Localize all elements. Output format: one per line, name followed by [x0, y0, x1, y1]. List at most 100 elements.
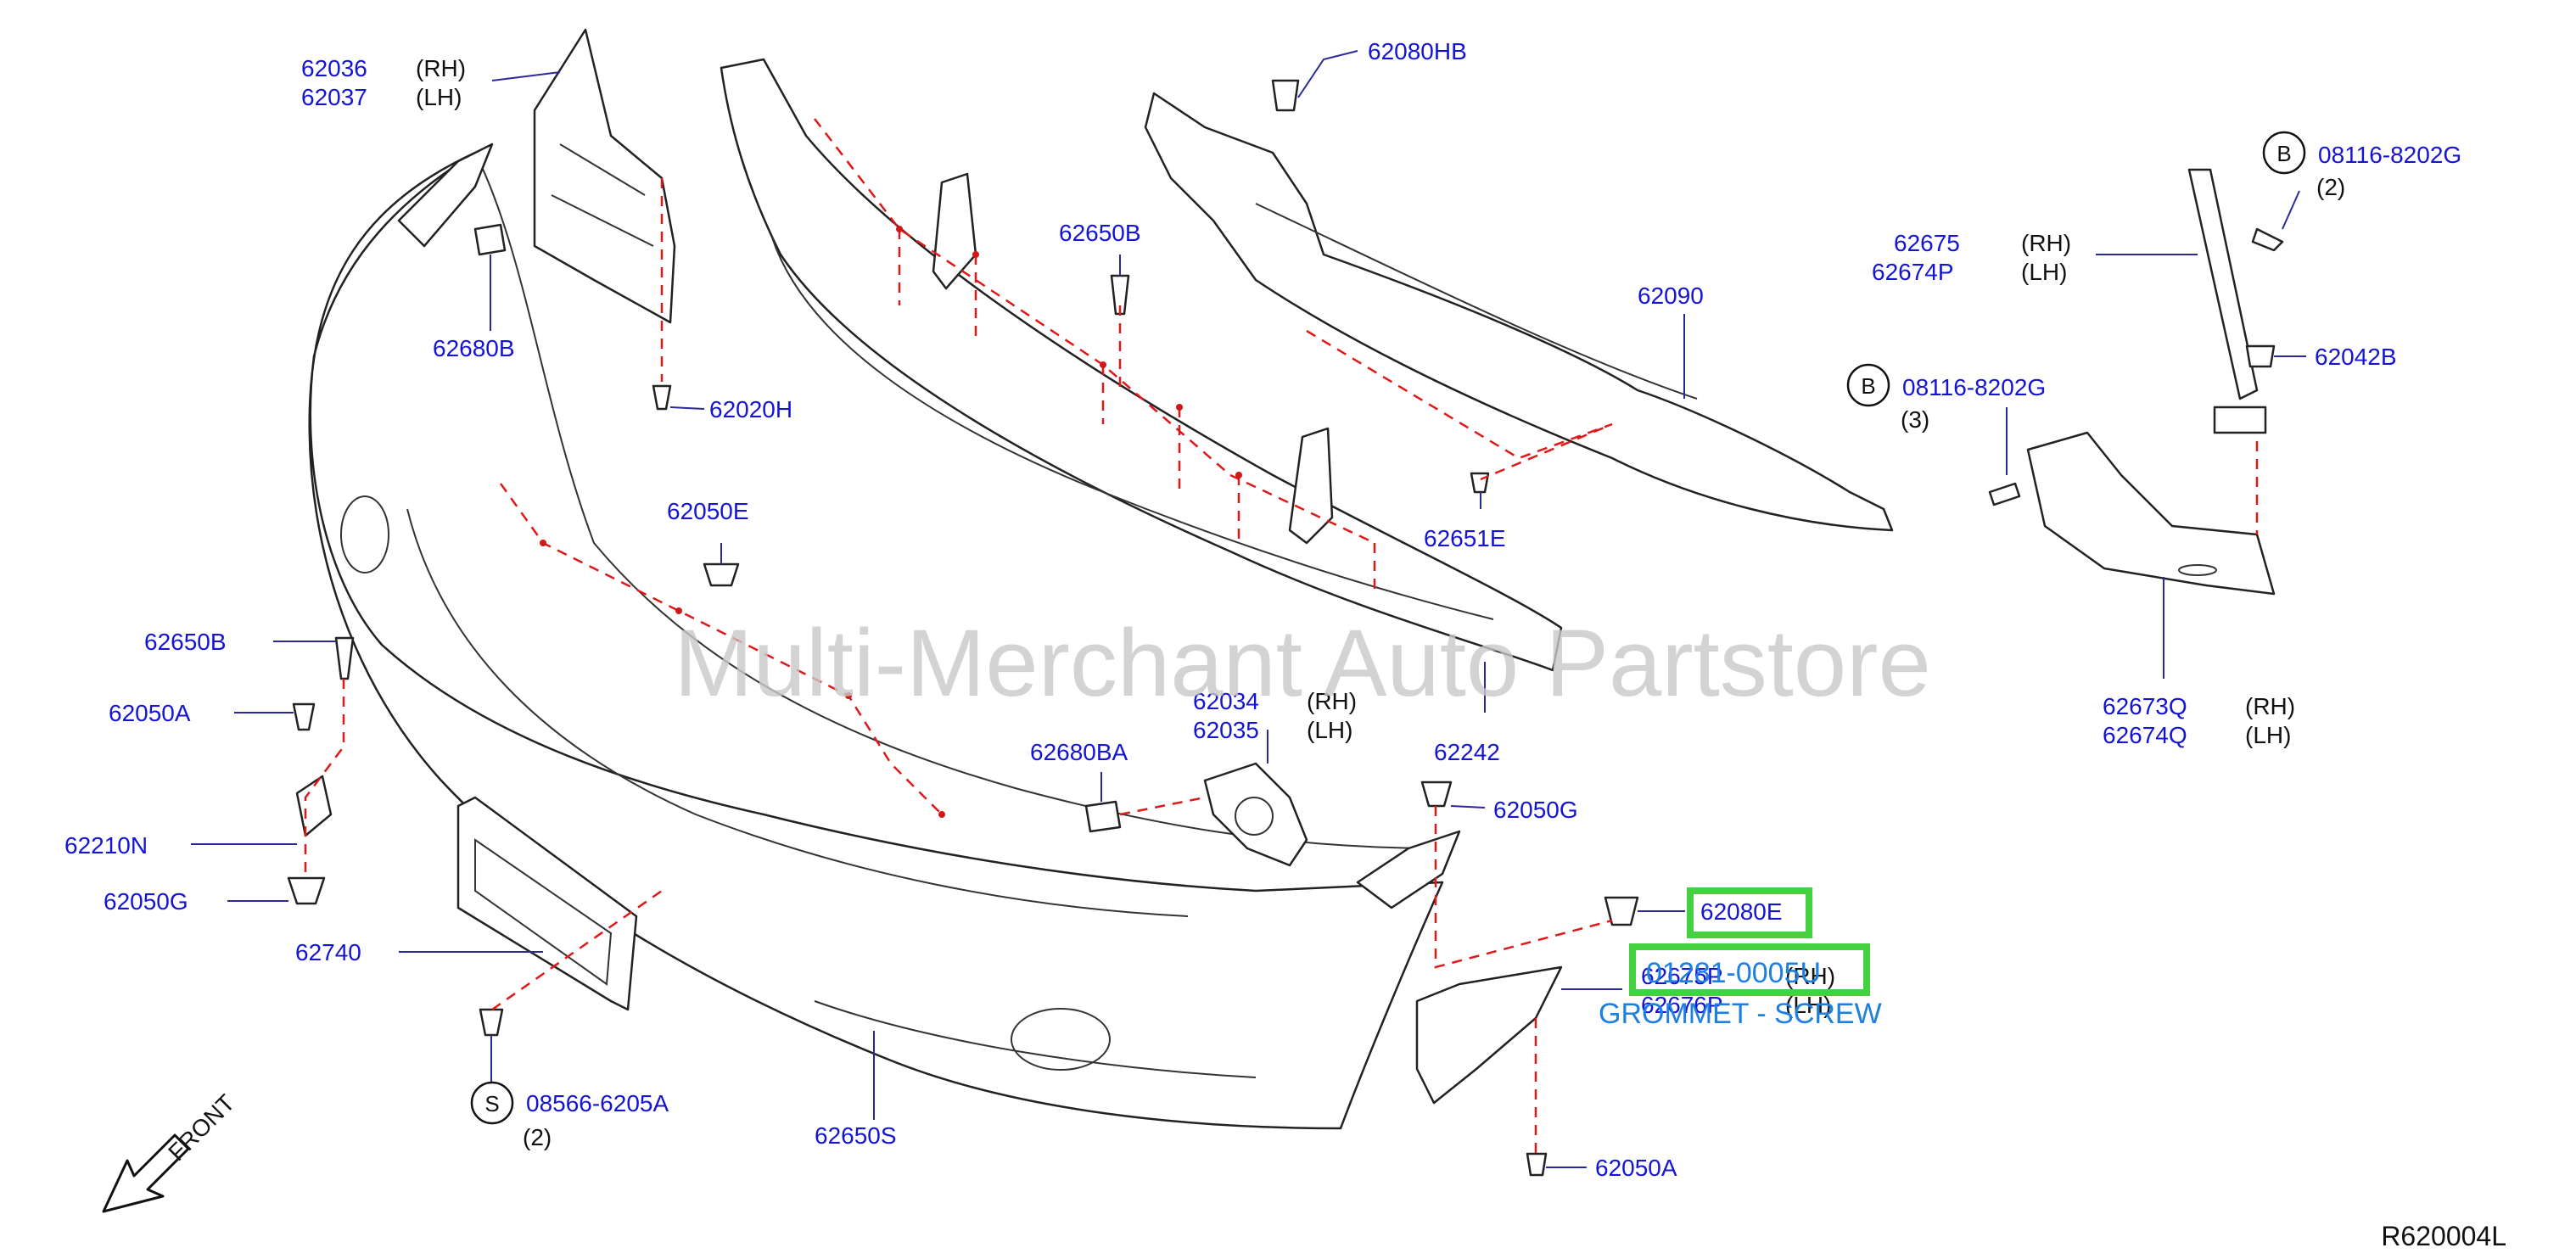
upper-mount-tab-right	[1356, 830, 1461, 909]
part-label[interactable]: 62090	[1638, 283, 1704, 309]
bumper-crease	[406, 508, 1189, 917]
selected-part-highlight: 01281-0005U GROMMET - SCREW	[1599, 887, 1882, 1030]
grommet-62042b	[2245, 344, 2276, 368]
part-label[interactable]: 62050E	[667, 498, 749, 524]
leader-lines	[191, 50, 2306, 1168]
part-label[interactable]: 62740	[295, 939, 361, 965]
part-label[interactable]: 62036	[301, 55, 367, 81]
clip-62050a-left	[292, 702, 316, 731]
reinforcement-bracket-left	[932, 172, 977, 290]
part-label[interactable]: 62676P	[1641, 992, 1723, 1018]
part-side-label: (LH)	[1307, 717, 1352, 743]
part-side-label: (LH)	[1785, 992, 1831, 1018]
part-side-label: (RH)	[1785, 963, 1835, 989]
splash-shield-ribs	[551, 143, 654, 247]
energy-absorber	[1144, 92, 1894, 532]
part-side-label: (LH)	[416, 84, 462, 110]
part-label[interactable]: 62242	[1434, 739, 1500, 765]
grommet-62050g-left	[287, 876, 326, 905]
part-label[interactable]: 62020H	[709, 396, 792, 422]
energy-absorber-ridge	[1255, 203, 1698, 400]
part-label[interactable]: 62651E	[1424, 525, 1506, 551]
license-plate-bracket	[456, 796, 638, 1011]
screw-62650b-lower	[334, 636, 355, 680]
part-label[interactable]: 08566-6205A	[526, 1090, 669, 1116]
part-label[interactable]: 62035	[1193, 717, 1259, 743]
clip-62080hb	[1271, 79, 1300, 112]
part-label[interactable]: 62050G	[104, 888, 188, 915]
part-side-label: (RH)	[416, 55, 466, 81]
grommet-62050e	[703, 562, 740, 587]
license-bracket-inner	[474, 838, 613, 986]
bracket-62210n	[295, 775, 333, 837]
bolt-08116-8202g-upper	[2251, 227, 2284, 252]
part-label[interactable]: 62042B	[2315, 344, 2397, 370]
part-label[interactable]: 62674P	[1872, 259, 1954, 285]
part-label[interactable]: 62673Q	[2103, 693, 2187, 719]
part-label[interactable]: 62210N	[64, 832, 148, 859]
diagram-reference-code: R620004L	[2381, 1221, 2506, 1251]
part-label[interactable]: 62650S	[815, 1122, 897, 1149]
fog-lamp-opening-right	[1011, 1008, 1111, 1071]
part-label[interactable]: 62650B	[1059, 220, 1141, 246]
side-bracket-right	[2026, 431, 2276, 596]
part-label[interactable]: 62650B	[144, 629, 227, 655]
part-drawings	[287, 28, 2284, 1177]
part-label[interactable]: 62080E	[1700, 898, 1783, 925]
part-qty-label: (2)	[2316, 174, 2345, 200]
clip-62680ba	[1084, 800, 1122, 833]
part-label[interactable]: 62080HB	[1368, 38, 1467, 64]
part-side-label: (RH)	[2021, 230, 2071, 256]
part-side-label: (LH)	[2245, 722, 2291, 748]
highlight-box-catalog-number[interactable]	[1629, 943, 1870, 996]
clip-62050a-right	[1526, 1152, 1548, 1177]
bolt-08116-8202g-lower	[1988, 482, 2021, 506]
bumper-lower-lip	[814, 1000, 1257, 1078]
part-label[interactable]: 62050A	[1595, 1155, 1677, 1181]
part-label[interactable]: 08116-8202G	[2318, 142, 2461, 168]
front-label: FRONT	[163, 1089, 239, 1166]
badge-letter: B	[2276, 141, 2291, 166]
upper-mount-tab-left	[397, 143, 494, 248]
side-bracket-slot	[2178, 564, 2217, 576]
part-label[interactable]: 62675P	[1641, 963, 1723, 989]
part-qty-label: (3)	[1901, 406, 1929, 433]
fog-lamp-bracket	[1203, 762, 1308, 867]
part-label[interactable]: 08116-8202G	[1902, 374, 2046, 400]
part-label[interactable]: 62034	[1193, 688, 1259, 714]
reinforcement-bracket-right	[1288, 427, 1334, 545]
fog-lamp-opening-left	[340, 495, 389, 574]
bumper-stay-base	[2213, 406, 2267, 434]
grommet-62080e	[1604, 896, 1639, 926]
front-arrow-icon	[102, 1133, 190, 1213]
side-retainer	[1415, 965, 1563, 1105]
badge-letter: S	[484, 1091, 499, 1116]
fog-lamp-bracket-hub	[1235, 797, 1274, 836]
screw-62650b-upper	[1110, 274, 1130, 316]
highlighted-part-description: GROMMET - SCREW	[1599, 998, 1882, 1030]
part-label[interactable]: 62680B	[433, 335, 515, 361]
part-label[interactable]: 62037	[301, 84, 367, 110]
grommet-62050g-right	[1420, 781, 1453, 808]
bolt-08566-6205a	[479, 1008, 504, 1037]
watermark: Multi-Merchant Auto Partstore	[674, 610, 1930, 716]
bumper-stay-upper	[2187, 168, 2259, 400]
part-qty-label: (2)	[523, 1124, 552, 1150]
clip-62680b	[473, 223, 507, 256]
assembly-lines	[304, 118, 2259, 1154]
reinforcement-lower-flange	[771, 237, 1494, 620]
standard-part-badge	[470, 1081, 514, 1125]
part-label[interactable]: 62675	[1894, 230, 1960, 256]
highlight-box-part-number[interactable]	[1687, 887, 1812, 938]
bumper-reinforcement	[720, 58, 1563, 672]
highlighted-catalog-number: 01281-0005U	[1646, 957, 1821, 989]
part-label[interactable]: 62050G	[1493, 797, 1578, 823]
part-side-label: (RH)	[1307, 688, 1357, 714]
part-label[interactable]: 62050A	[109, 700, 191, 726]
standard-part-badge	[2262, 131, 2306, 175]
badge-letter: B	[1861, 373, 1875, 399]
part-label[interactable]: 62674Q	[2103, 722, 2187, 748]
part-label[interactable]: 62680BA	[1030, 739, 1128, 765]
part-side-label: (LH)	[2021, 259, 2067, 285]
